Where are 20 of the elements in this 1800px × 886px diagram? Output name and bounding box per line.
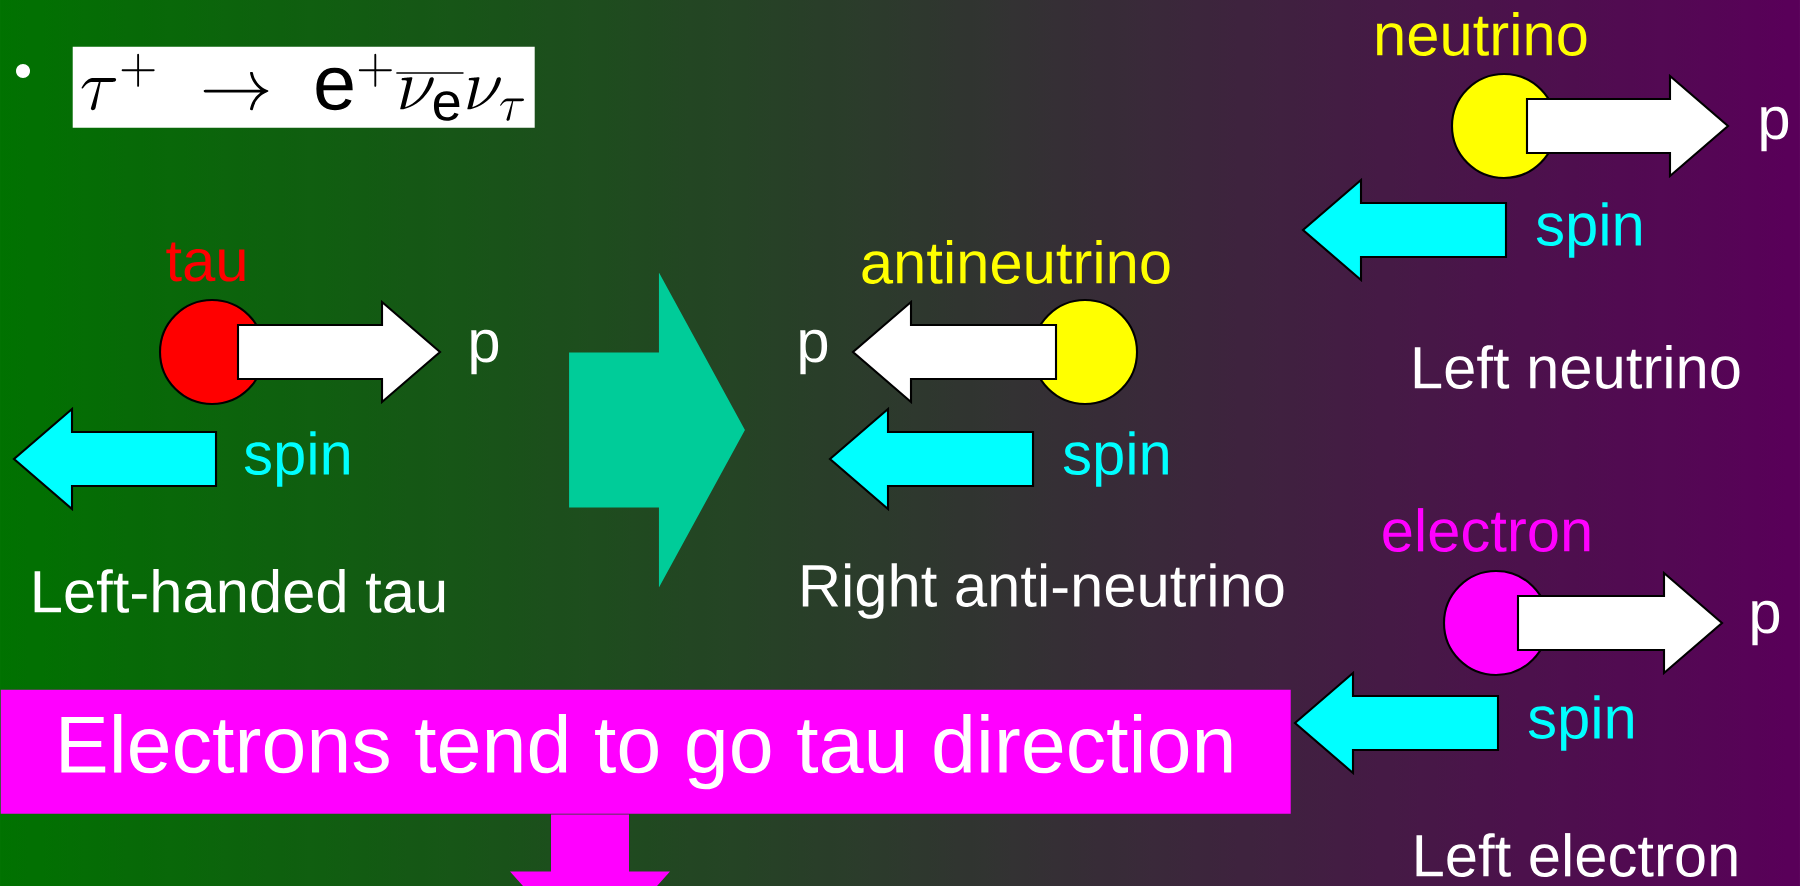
particle-name: tau [166,242,245,282]
block-arrow [510,814,670,886]
momentum-label: p [800,329,828,375]
caption: Left neutrino [1414,345,1740,389]
block-arrow [569,272,745,588]
spin-label: spin [1528,695,1633,751]
caption: Left-handed tau [34,569,445,613]
momentum-label: p [471,329,499,375]
particle-name: neutrino [1377,12,1587,56]
particle-name: antineutrino [862,240,1170,284]
momentum-label: p [1752,600,1780,646]
formula: $\tau^{+} \;\rightarrow\; \mathrm{e}^{+}\overline{\nu_{\mathrm{e}}}\nu_{\tau}$ [72,46,535,128]
momentum-label: p [1761,106,1789,152]
spin-label: spin [1536,202,1641,258]
caption: Right anti-neutrino [802,563,1284,619]
banner: Electrons tend to go tau direction [0,689,1291,814]
spin-label: spin [244,431,349,487]
spin-label: spin [1063,431,1168,487]
caption: Left electron [1416,833,1737,877]
particle-name: electron [1383,508,1590,552]
